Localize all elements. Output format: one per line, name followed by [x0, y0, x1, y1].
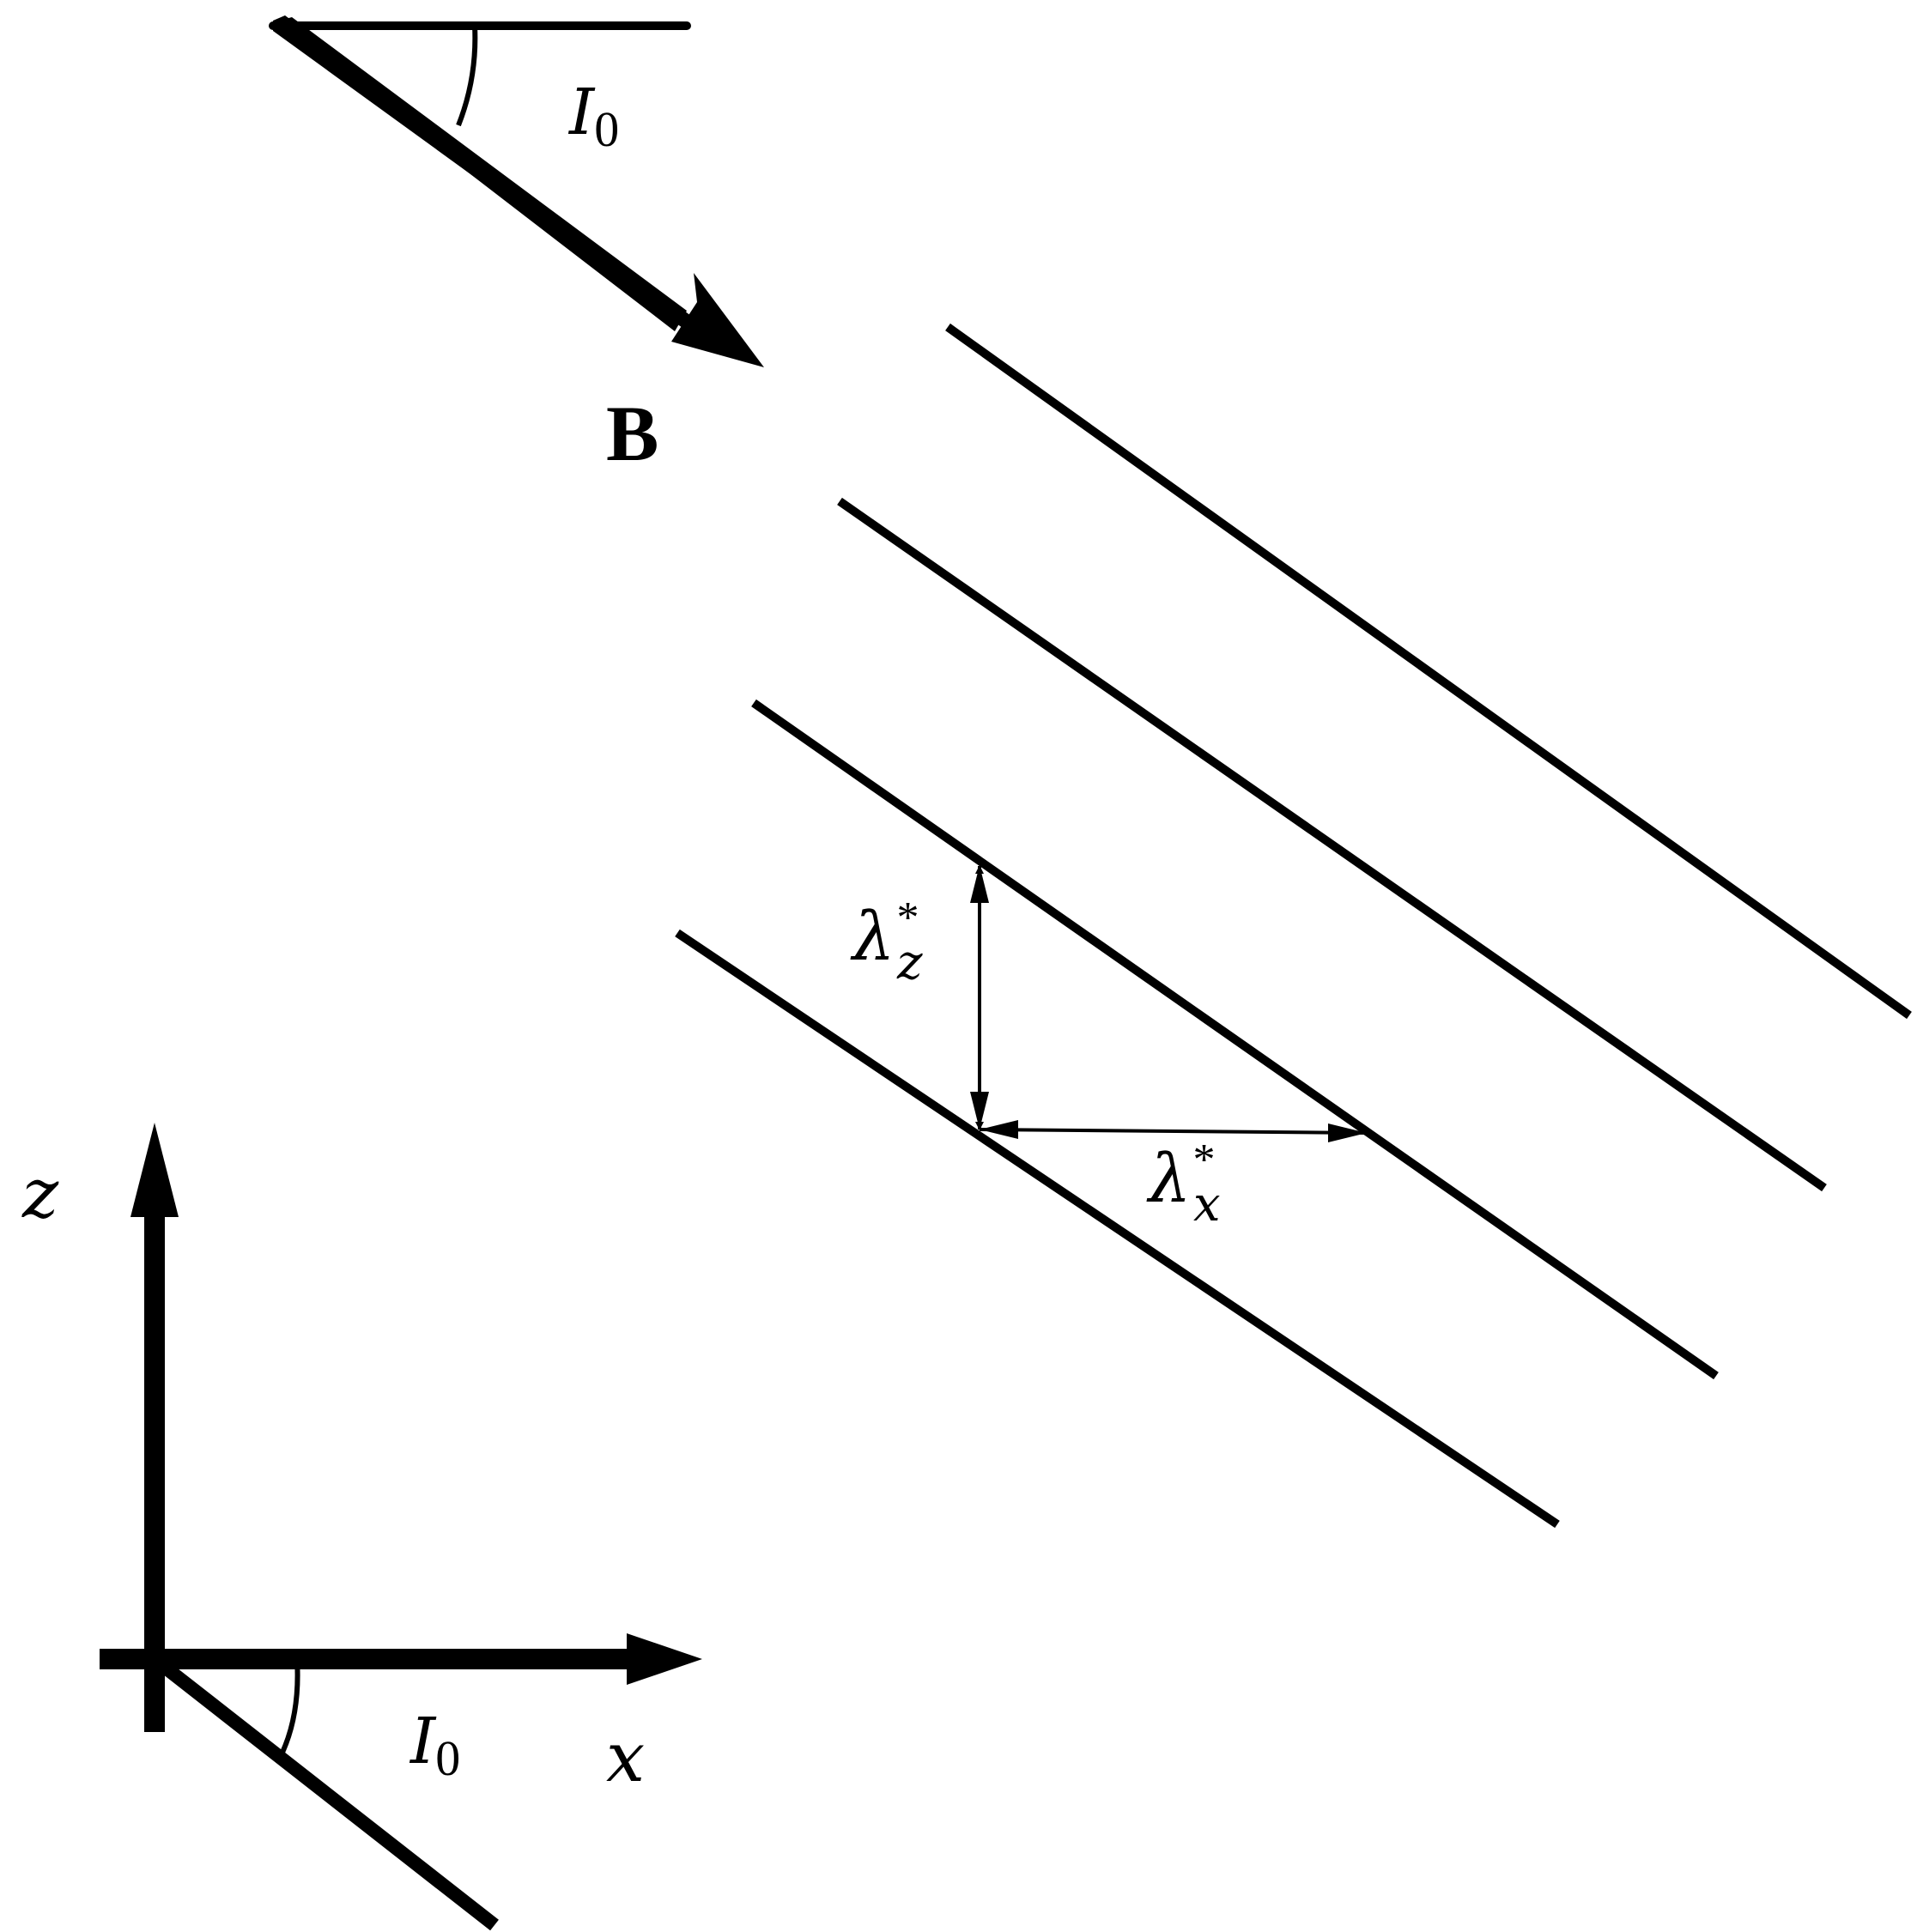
x-axis-label: x — [606, 1717, 645, 1797]
inclined-b-direction-line — [150, 1653, 499, 1931]
field-line-3 — [751, 699, 1719, 1380]
b-field-indicator — [269, 15, 764, 367]
lambda-x-double-arrow — [979, 1128, 1366, 1135]
bottom-angle-subscript: 0 — [435, 1730, 460, 1786]
field-line-1 — [945, 323, 1912, 1020]
lambda-x-superscript: * — [1192, 1136, 1215, 1184]
x-axis-arrowhead — [627, 1633, 702, 1685]
field-line-4 — [675, 929, 1560, 1529]
lambda-z-arrowhead-top — [970, 865, 989, 903]
b-field-label: B — [606, 390, 658, 477]
coordinate-axes — [100, 1123, 702, 1931]
field-lines — [675, 323, 1912, 1529]
z-axis-label: z — [21, 1154, 59, 1233]
lambda-z-symbol: λ — [850, 899, 895, 976]
lambda-z-arrowhead-bottom — [970, 1092, 989, 1130]
z-axis-arrowhead — [130, 1123, 179, 1217]
bottom-angle-label: I0 — [409, 1705, 460, 1786]
top-angle-subscript: 0 — [594, 101, 619, 157]
lambda-z-superscript: * — [896, 893, 919, 942]
lambda-x-arrowhead-left — [980, 1120, 1018, 1139]
lambda-z-label: λ*z — [850, 893, 923, 990]
lambda-z-subscript: z — [896, 935, 923, 990]
top-angle-arc — [456, 25, 478, 127]
lambda-x-label: λ*x — [1146, 1136, 1221, 1232]
top-angle-symbol: I — [567, 76, 596, 149]
b-field-arrow-shaft-body — [273, 17, 687, 331]
top-angle-label: I0 — [567, 76, 619, 157]
bottom-angle-symbol: I — [409, 1705, 437, 1778]
lambda-x-symbol: λ — [1146, 1141, 1191, 1218]
bottom-angle-arc — [277, 1658, 300, 1759]
field-line-2 — [837, 497, 1827, 1192]
b-field-arrowhead — [671, 273, 764, 367]
lambda-x-arrowhead-right — [1328, 1123, 1367, 1142]
lambda-x-subscript: x — [1193, 1177, 1221, 1232]
